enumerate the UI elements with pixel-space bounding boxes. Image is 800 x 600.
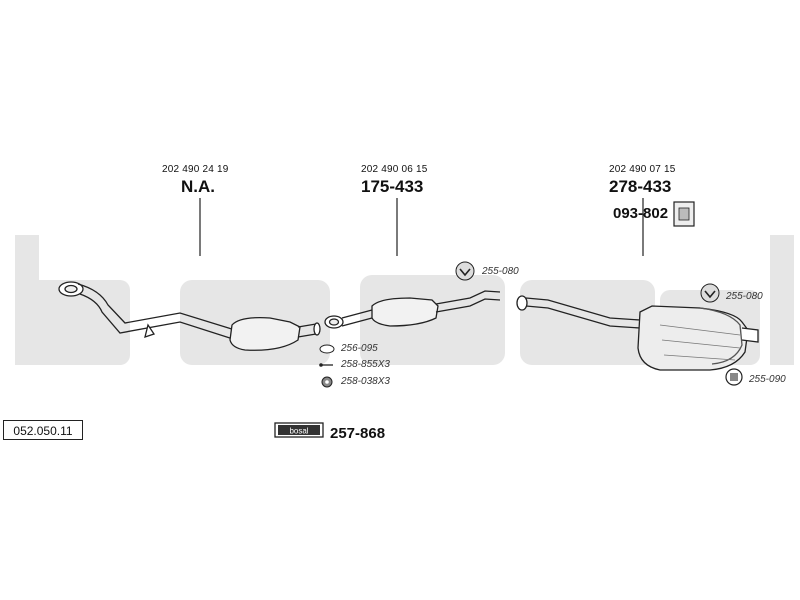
- gasket-ring-icon: [319, 344, 335, 354]
- mount-kit-number: 093-802: [613, 205, 669, 222]
- fitting-kit-logo: bosal: [274, 422, 324, 438]
- accessory-code: 255-090: [749, 374, 786, 385]
- fitting-kit-logo-text: bosal: [289, 427, 308, 436]
- bolt-icon: [319, 363, 333, 367]
- rubber-hanger-icon: [455, 261, 475, 281]
- rubber-mount-icon: [725, 368, 743, 386]
- diagram-code: 052.050.11: [3, 420, 83, 440]
- fitting-kit-number: 257-868: [330, 425, 386, 442]
- nut-icon: [321, 376, 333, 388]
- rubber-hanger-icon: [700, 283, 720, 303]
- oe-number-2: 202 490 06 15: [361, 164, 428, 175]
- part-number-1: N.A.: [181, 177, 215, 196]
- mount-bracket-icon: [673, 201, 695, 227]
- oe-number-3: 202 490 07 15: [609, 164, 676, 175]
- accessory-code: 258-038X3: [341, 376, 390, 387]
- accessory-code: 256-095: [341, 343, 378, 354]
- front-pipe-catalyst: [58, 281, 321, 351]
- part-number-2: 175-433: [361, 177, 424, 196]
- oe-number-1: 202 490 24 19: [162, 164, 229, 175]
- part-number-3: 278-433: [609, 177, 672, 196]
- rear-silencer: [516, 295, 759, 371]
- accessory-code: 255-080: [482, 266, 519, 277]
- accessory-code: 255-080: [726, 291, 763, 302]
- accessory-code: 258-855X3: [341, 359, 390, 370]
- middle-silencer: [324, 290, 501, 329]
